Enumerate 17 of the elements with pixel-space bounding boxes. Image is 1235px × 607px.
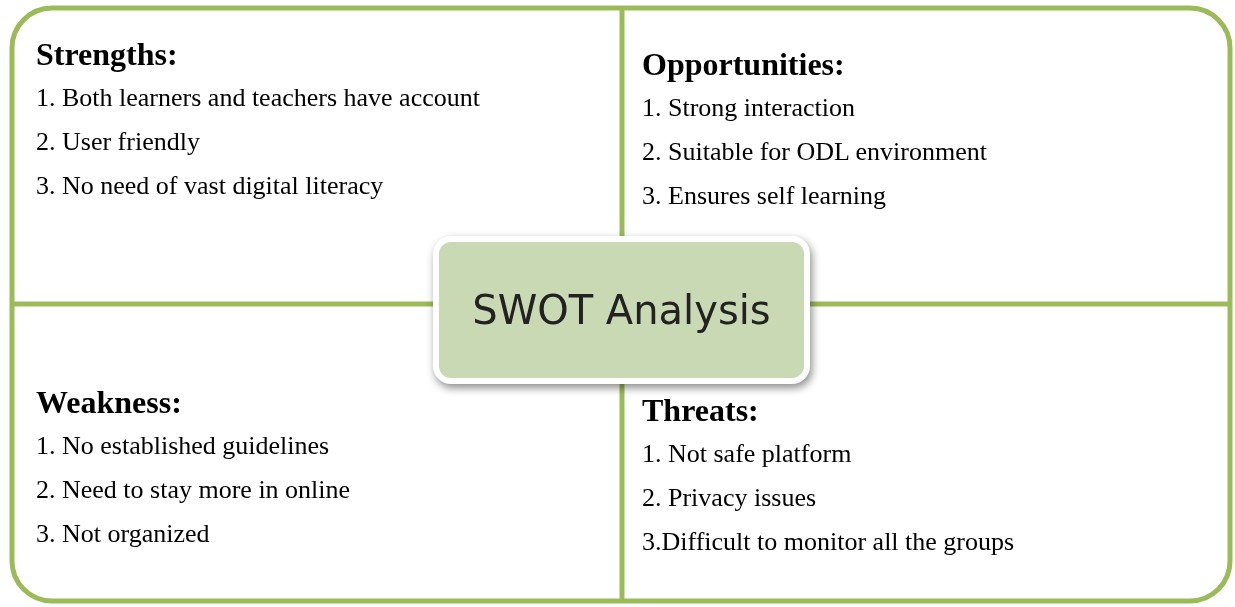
quadrant-heading: Weakness: xyxy=(36,384,183,421)
list-item: 3.Difficult to monitor all the groups xyxy=(642,527,1016,557)
list-item: 3. No need of vast digital literacy xyxy=(36,171,385,201)
list-item: 2. Privacy issues xyxy=(642,483,818,513)
list-item: 1. Strong interaction xyxy=(642,93,856,123)
list-item: 1. No established guidelines xyxy=(36,431,331,461)
list-item: 1. Not safe platform xyxy=(642,439,853,469)
list-item: 3. Ensures self learning xyxy=(642,181,888,211)
center-title-box: SWOT Analysis xyxy=(433,236,810,384)
quadrant-heading: Strengths: xyxy=(36,36,179,73)
list-item: 2. User friendly xyxy=(36,127,201,157)
list-item: 1. Both learners and teachers have account xyxy=(36,83,481,113)
list-item: 2. Suitable for ODL environment xyxy=(642,137,988,167)
quadrant-heading: Threats: xyxy=(642,392,760,429)
list-item: 3. Not organized xyxy=(36,519,211,549)
quadrant-heading: Opportunities: xyxy=(642,46,846,83)
list-item: 2. Need to stay more in online xyxy=(36,475,352,505)
